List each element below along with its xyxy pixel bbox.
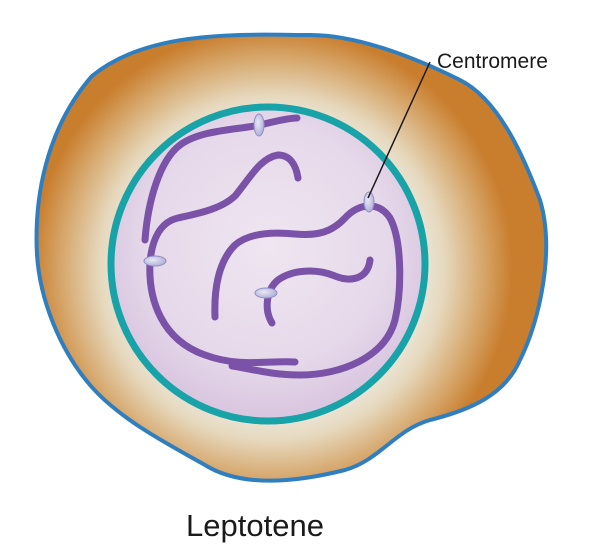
- stage-label: Leptotene: [186, 508, 324, 543]
- centromere-dot: [254, 287, 278, 299]
- centromere-dot: [363, 191, 375, 213]
- chromosome-3: [211, 202, 404, 379]
- centromere-dot: [143, 255, 167, 267]
- chromosome-1: [141, 114, 301, 244]
- chromosome-2: [146, 151, 302, 367]
- nuclear-envelope: [107, 103, 429, 425]
- centromere-dot: [253, 113, 265, 137]
- centromeres: [143, 113, 375, 299]
- centromere-label: Centromere: [437, 50, 548, 73]
- chromosome-4: [263, 256, 374, 327]
- centromere-leader-line: [367, 61, 431, 199]
- chromosomes: [141, 114, 404, 379]
